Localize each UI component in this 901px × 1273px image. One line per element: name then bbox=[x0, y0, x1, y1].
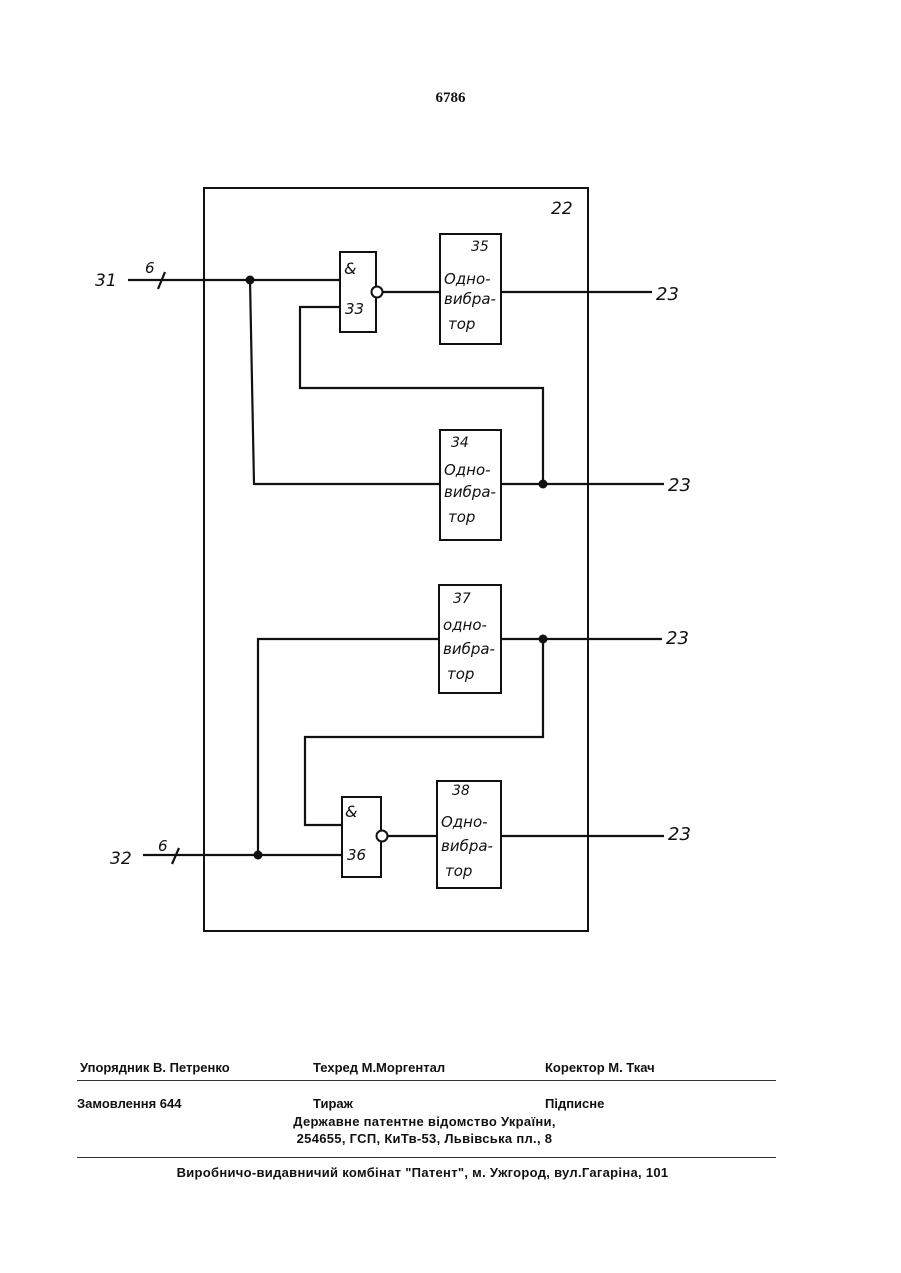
input-32-to-oneshot-37 bbox=[258, 639, 439, 855]
oneshot-38-line3: тор bbox=[445, 862, 472, 880]
oneshot-35-line1: Одно- bbox=[444, 270, 491, 288]
publisher-imprint: Виробничо-видавничий комбінат "Патент", … bbox=[0, 1165, 873, 1180]
oneshot-37-line1: одно- bbox=[443, 616, 487, 634]
block-22-frame bbox=[204, 188, 588, 931]
oneshot-34-line3: тор bbox=[448, 508, 475, 526]
oneshot-35-line2: вибра- bbox=[444, 290, 496, 308]
office-name: Державне патентне відомство України, bbox=[0, 1114, 875, 1129]
oneshot-38-line1: Одно- bbox=[441, 813, 488, 831]
block-22-label: 22 bbox=[551, 199, 573, 219]
circulation-label: Тираж bbox=[313, 1096, 353, 1111]
order-number: Замовлення 644 bbox=[77, 1096, 182, 1111]
compiler-credit: Упорядник В. Петренко bbox=[80, 1060, 230, 1075]
oneshot-34-line2: вибра- bbox=[444, 483, 496, 501]
oneshot-37-line2: вибра- bbox=[443, 640, 495, 658]
oneshot-35-line3: тор bbox=[448, 315, 475, 333]
oneshot-35-id: 35 bbox=[471, 239, 489, 255]
gate-33-id: 33 bbox=[345, 300, 364, 318]
divider bbox=[77, 1080, 776, 1081]
output-23-b: 23 bbox=[668, 475, 691, 496]
oneshot-37-id: 37 bbox=[453, 591, 471, 607]
divider bbox=[77, 1157, 776, 1158]
output-23-c: 23 bbox=[666, 628, 689, 649]
gate-33-symbol: & bbox=[344, 259, 356, 278]
input-31-label: 31 bbox=[95, 271, 117, 291]
output-23-d: 23 bbox=[668, 824, 691, 845]
input-32-label: 32 bbox=[110, 849, 132, 869]
output-23-a: 23 bbox=[656, 284, 679, 305]
subscription-label: Підписне bbox=[545, 1096, 604, 1111]
gate-33-inverter bbox=[372, 287, 383, 298]
junction-dot bbox=[254, 851, 263, 860]
tech-editor-credit: Техред М.Моргентал bbox=[313, 1060, 445, 1075]
gate-36-id: 36 bbox=[347, 846, 366, 864]
feedback-wire-37-to-36 bbox=[305, 639, 543, 825]
input-32-bus-width: 6 bbox=[158, 837, 168, 855]
junction-dot bbox=[539, 480, 548, 489]
oneshot-34-line1: Одно- bbox=[444, 461, 491, 479]
gate-36-inverter bbox=[377, 831, 388, 842]
oneshot-37-line3: тор bbox=[447, 665, 474, 683]
oneshot-38-line2: вибра- bbox=[441, 837, 493, 855]
office-address: 254655, ГСП, КиТв-53, Львівська пл., 8 bbox=[0, 1131, 875, 1146]
input-31-bus-width: 6 bbox=[145, 259, 155, 277]
corrector-credit: Коректор М. Ткач bbox=[545, 1060, 655, 1075]
feedback-wire-34-to-33 bbox=[300, 307, 543, 484]
oneshot-34-id: 34 bbox=[451, 435, 469, 451]
oneshot-38-id: 38 bbox=[452, 783, 470, 799]
gate-36-symbol: & bbox=[345, 802, 357, 821]
